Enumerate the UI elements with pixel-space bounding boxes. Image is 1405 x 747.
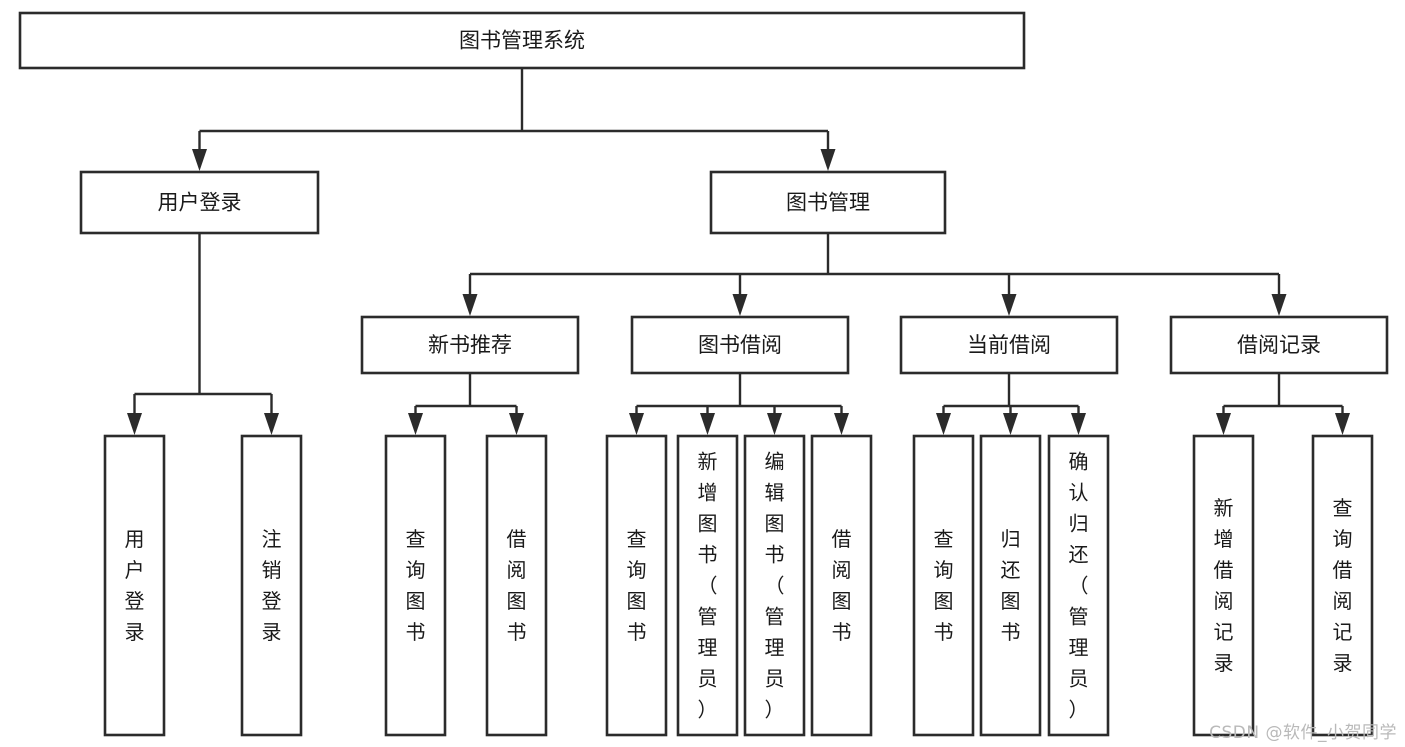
node-box-leaf_9 xyxy=(979,434,1042,737)
node-l2_1[interactable]: 图书借阅 xyxy=(630,315,850,375)
node-box-leaf_3 xyxy=(485,434,548,737)
arrow-head-l2_3 xyxy=(1271,294,1287,316)
node-label-leaf_0: 用户登录 xyxy=(125,527,145,644)
node-leaf_1[interactable]: 注销登录 xyxy=(240,434,303,737)
node-box-leaf_8 xyxy=(912,434,975,737)
node-label-l2_1: 图书借阅 xyxy=(698,333,782,357)
node-label-l1_1: 图书管理 xyxy=(786,191,870,215)
arrow-head-l1_0 xyxy=(192,149,207,171)
node-label-leaf_8: 查询图书 xyxy=(934,527,954,644)
node-box-leaf_4 xyxy=(605,434,668,737)
node-label-leaf_12: 查询借阅记录 xyxy=(1333,496,1353,675)
arrow-head-leaf_6 xyxy=(767,413,782,435)
arrow-head-leaf_0 xyxy=(127,413,142,435)
node-label-leaf_2: 查询图书 xyxy=(406,527,426,644)
arrow-head-leaf_9 xyxy=(1003,413,1018,435)
node-leaf_4[interactable]: 查询图书 xyxy=(605,434,668,737)
node-layer: 图书管理系统用户登录图书管理新书推荐图书借阅当前借阅借阅记录用户登录注销登录查询… xyxy=(18,11,1389,737)
node-box-l1_1 xyxy=(709,170,947,235)
arrow-head-l2_0 xyxy=(462,294,478,316)
node-box-l2_0 xyxy=(360,315,580,375)
node-leaf_12[interactable]: 查询借阅记录 xyxy=(1311,434,1374,737)
csdn-watermark: CSDN @软件_小贺同学 xyxy=(1209,723,1397,743)
node-box-leaf_11 xyxy=(1192,434,1255,737)
node-leaf_5[interactable]: 新增图书（管理员） xyxy=(676,434,739,737)
node-box-l2_1 xyxy=(630,315,850,375)
node-leaf_11[interactable]: 新增借阅记录 xyxy=(1192,434,1255,737)
node-box-l2_2 xyxy=(899,315,1119,375)
node-root[interactable]: 图书管理系统 xyxy=(18,11,1026,70)
node-label-l2_3: 借阅记录 xyxy=(1237,333,1321,357)
arrow-head-l1_1 xyxy=(820,149,836,171)
node-label-leaf_3: 借阅图书 xyxy=(507,527,527,644)
arrow-head-l2_2 xyxy=(1001,294,1017,316)
node-l1_1[interactable]: 图书管理 xyxy=(709,170,947,235)
node-box-leaf_6 xyxy=(743,434,806,737)
node-label-leaf_6: 编辑图书（管理员） xyxy=(765,449,785,721)
node-box-leaf_12 xyxy=(1311,434,1374,737)
node-label-leaf_7: 借阅图书 xyxy=(832,527,852,644)
node-label-l2_0: 新书推荐 xyxy=(428,333,512,357)
node-box-leaf_2 xyxy=(384,434,447,737)
node-leaf_10[interactable]: 确认归还（管理员） xyxy=(1047,434,1110,737)
node-label-l1_0: 用户登录 xyxy=(158,191,242,215)
node-leaf_9[interactable]: 归还图书 xyxy=(979,434,1042,737)
node-leaf_8[interactable]: 查询图书 xyxy=(912,434,975,737)
node-leaf_7[interactable]: 借阅图书 xyxy=(810,434,873,737)
node-box-l2_3 xyxy=(1169,315,1389,375)
node-label-leaf_1: 注销登录 xyxy=(262,527,282,644)
node-label-leaf_10: 确认归还（管理员） xyxy=(1069,449,1089,721)
node-box-leaf_5 xyxy=(676,434,739,737)
arrow-head-leaf_10 xyxy=(1071,413,1086,435)
node-l2_3[interactable]: 借阅记录 xyxy=(1169,315,1389,375)
node-label-l2_2: 当前借阅 xyxy=(967,333,1051,357)
arrow-head-leaf_8 xyxy=(936,413,951,435)
arrow-head-leaf_5 xyxy=(700,413,715,435)
node-l2_2[interactable]: 当前借阅 xyxy=(899,315,1119,375)
arrow-head-leaf_11 xyxy=(1216,413,1231,435)
node-l1_0[interactable]: 用户登录 xyxy=(79,170,320,235)
arrow-head-leaf_7 xyxy=(834,413,849,435)
arrow-head-leaf_2 xyxy=(408,413,423,435)
arrow-head-l2_1 xyxy=(732,294,748,316)
node-box-leaf_7 xyxy=(810,434,873,737)
connector-layer xyxy=(127,68,1350,435)
node-label-leaf_9: 归还图书 xyxy=(1001,527,1021,644)
node-box-leaf_0 xyxy=(103,434,166,737)
arrow-head-leaf_3 xyxy=(509,413,524,435)
node-label-root: 图书管理系统 xyxy=(459,29,585,53)
node-box-leaf_10 xyxy=(1047,434,1110,737)
node-label-leaf_4: 查询图书 xyxy=(627,527,647,644)
node-leaf_3[interactable]: 借阅图书 xyxy=(485,434,548,737)
node-leaf_6[interactable]: 编辑图书（管理员） xyxy=(743,434,806,737)
node-label-leaf_11: 新增借阅记录 xyxy=(1214,496,1234,675)
node-box-root xyxy=(18,11,1026,70)
node-leaf_0[interactable]: 用户登录 xyxy=(103,434,166,737)
node-leaf_2[interactable]: 查询图书 xyxy=(384,434,447,737)
node-box-l1_0 xyxy=(79,170,320,235)
node-box-leaf_1 xyxy=(240,434,303,737)
node-label-leaf_5: 新增图书（管理员） xyxy=(698,449,718,721)
arrow-head-leaf_1 xyxy=(264,413,279,435)
arrow-head-leaf_12 xyxy=(1335,413,1350,435)
node-l2_0[interactable]: 新书推荐 xyxy=(360,315,580,375)
arrow-head-leaf_4 xyxy=(629,413,644,435)
